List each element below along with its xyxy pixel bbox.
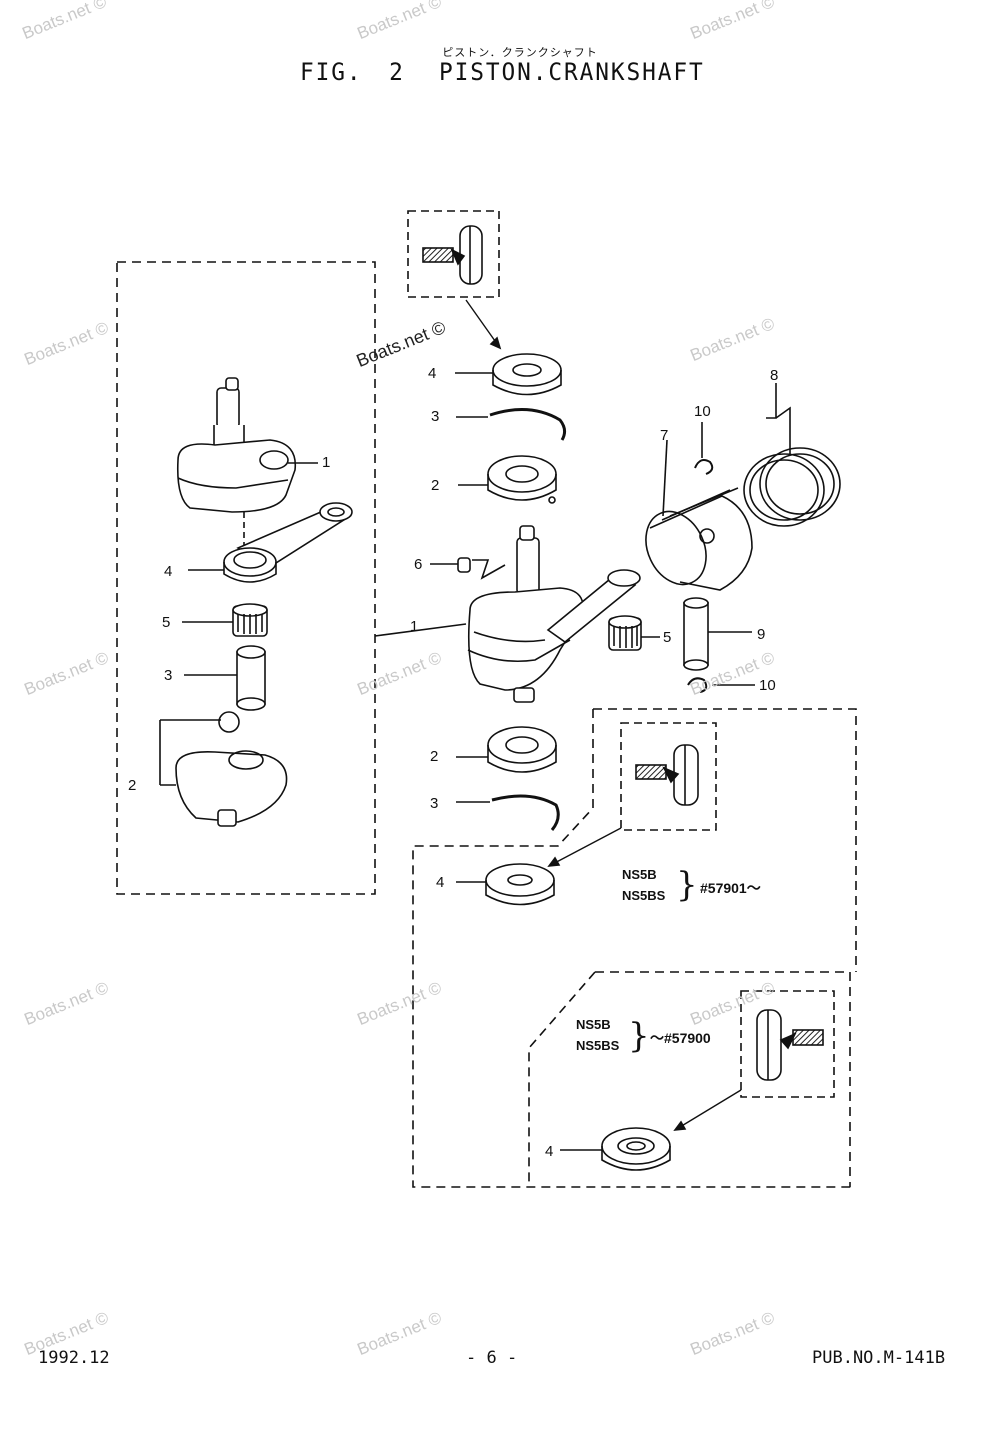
oil-seal-variant-a <box>485 863 555 906</box>
ball-bearing-top <box>487 455 557 504</box>
variant-b-models: NS5B NS5BS <box>576 1014 619 1056</box>
callout-1: 1 <box>322 454 331 471</box>
ball-bearing-bottom <box>487 726 557 773</box>
brace-symbol: } <box>676 865 698 905</box>
callout-3: 3 <box>430 795 439 812</box>
publication-number: PUB.NO.M-141B <box>812 1348 946 1368</box>
oil-seal-top <box>492 353 562 396</box>
woodruff-key <box>457 557 471 573</box>
callout-6: 6 <box>414 556 423 573</box>
crankshaft-upper-half <box>176 377 297 513</box>
variant-a-serial: #57901～ <box>700 880 761 896</box>
callout-7: 7 <box>660 427 669 444</box>
callout-5: 5 <box>663 629 672 646</box>
piston-rings <box>743 447 841 527</box>
callout-2: 2 <box>430 748 439 765</box>
variant-a-model-1: NS5B <box>622 867 657 882</box>
page-title: PISTON.CRANKSHAFT <box>438 58 705 86</box>
callout-3: 3 <box>164 667 173 684</box>
fig-label: FIG. <box>300 58 363 86</box>
callout-5: 5 <box>162 614 171 631</box>
variant-b-model-2: NS5BS <box>576 1038 620 1053</box>
callout-4: 4 <box>428 365 437 382</box>
callout-4: 4 <box>164 563 173 580</box>
piston-pin-clip-bottom <box>687 677 708 693</box>
callout-10: 10 <box>694 403 711 420</box>
callout-10: 10 <box>759 677 776 694</box>
callout-2: 2 <box>431 477 440 494</box>
figure-heading: FIG. 2 PISTON.CRANKSHAFT <box>300 58 705 86</box>
crank-pin-left <box>236 645 266 711</box>
publication-date: 1992.12 <box>38 1348 110 1368</box>
variant-a-models: NS5B NS5BS <box>622 864 665 906</box>
brace-symbol: } <box>628 1016 650 1056</box>
piston-pin <box>683 597 709 671</box>
piston <box>645 487 753 591</box>
variant-frame-lower <box>528 971 851 1187</box>
callout-9: 9 <box>757 626 766 643</box>
callout-4: 4 <box>545 1143 554 1160</box>
lower-inset-box <box>740 990 835 1098</box>
japanese-title: ピストン．クランクシャフト <box>442 46 598 59</box>
callout-8: 8 <box>770 367 779 384</box>
needle-bearing-right <box>608 615 642 651</box>
inset-pin-detail-lower <box>756 1009 824 1081</box>
oil-seal-variant-b <box>601 1127 671 1171</box>
callout-1: 1 <box>410 618 419 635</box>
needle-bearing-left <box>232 603 268 637</box>
crankshaft-assembly <box>467 525 641 703</box>
top-inset-box <box>407 210 500 298</box>
inset-pin-detail-middle <box>635 744 699 806</box>
variant-b-model-1: NS5B <box>576 1017 611 1032</box>
variant-b-serial: ～#57900 <box>650 1030 711 1046</box>
snap-ring-bottom <box>491 794 560 831</box>
page-number: - 6 - <box>466 1348 518 1368</box>
left-assembly-frame <box>116 261 376 895</box>
crankshaft-lower-half <box>175 711 288 827</box>
callout-3: 3 <box>431 408 440 425</box>
piston-pin-clip-top <box>694 459 714 475</box>
connecting-rod <box>223 502 353 583</box>
variant-a-model-2: NS5BS <box>622 888 666 903</box>
snap-ring-top <box>489 408 567 441</box>
inset-pin-detail-top <box>422 225 483 285</box>
callout-2: 2 <box>128 777 137 794</box>
right-inset-box <box>620 722 717 831</box>
variant-frame-upper <box>412 708 857 1188</box>
fig-number: 2 <box>389 58 405 86</box>
callout-4: 4 <box>436 874 445 891</box>
